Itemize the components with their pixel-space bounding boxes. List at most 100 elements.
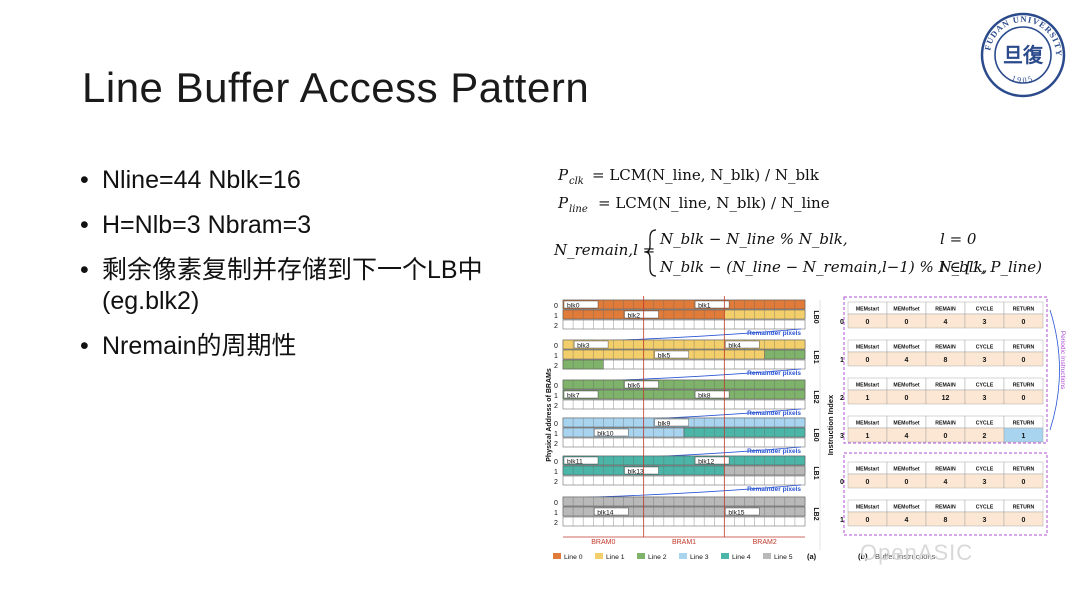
value-cell <box>1003 313 1044 329</box>
value-label: 8 <box>944 357 948 364</box>
block-label: blk2 <box>628 313 641 320</box>
fudan-university-logo: FUDAN UNIVERSITY 1905 旦復 <box>980 12 1066 98</box>
legend-label: Line 3 <box>690 554 709 561</box>
row-index: 2 <box>554 323 558 330</box>
header-label: CYCLE <box>976 307 994 313</box>
block-label: blk6 <box>628 383 641 390</box>
value-label: 4 <box>905 517 909 524</box>
block-tag <box>624 310 659 319</box>
periodic-box <box>843 296 1048 444</box>
legend-swatch <box>595 553 603 559</box>
bullet-item: 剩余像素复制并存储到下一个LB中(eg.blk2) <box>80 255 520 317</box>
block-label: blk15 <box>728 510 744 517</box>
row-index: 2 <box>554 520 558 527</box>
value-label: 3 <box>983 319 987 326</box>
value-label: 0 <box>1022 319 1026 326</box>
header-label: RETURN <box>1013 307 1035 313</box>
lb-label: LB1 <box>812 466 819 479</box>
block-tag <box>725 507 760 516</box>
value-label: 4 <box>944 479 948 486</box>
svg-text:1905: 1905 <box>1010 73 1035 84</box>
formula-case2: N_blk − (N_line − N_remain,l−1) % N_blk, <box>659 258 987 276</box>
header-label: MEMstart <box>856 345 880 351</box>
block-tag <box>624 466 659 475</box>
bram-label: BRAM1 <box>672 539 696 546</box>
bullet-list: Nline=44 Nblk=16 H=Nlb=3 Nbram=3 剩余像素复制并… <box>80 165 520 376</box>
lb-label: LB2 <box>812 507 819 520</box>
row-index: 1 <box>554 431 558 438</box>
value-label: 0 <box>905 319 909 326</box>
slide-title: Line Buffer Access Pattern <box>82 64 590 111</box>
bullet-item: Nline=44 Nblk=16 <box>80 165 520 196</box>
remainder-label: Remainder pixels <box>747 448 801 455</box>
block-label: blk14 <box>597 510 613 517</box>
value-label: 0 <box>866 517 870 524</box>
header-label: MEMstart <box>856 421 880 427</box>
header-label: MEMoffset <box>893 383 919 389</box>
header-label: MEMoffset <box>893 505 919 511</box>
remainder-label: Remainder pixels <box>747 410 801 417</box>
legend-swatch <box>679 553 687 559</box>
remainder-label: Remainder pixels <box>747 370 801 377</box>
value-label: 0 <box>1022 395 1026 402</box>
block-tag <box>563 456 599 465</box>
row-index: 2 <box>554 479 558 486</box>
value-cell <box>1003 351 1044 367</box>
remainder-label: Remainder pixels <box>747 486 801 493</box>
periodic-arrow <box>1049 309 1060 431</box>
block-tag <box>694 390 730 399</box>
block-label: blk7 <box>567 393 580 400</box>
legend-label: Line 0 <box>564 554 583 561</box>
row-index: 1 <box>554 393 558 400</box>
header-label: REMAIN <box>935 307 956 313</box>
instruction-index: 2 <box>840 395 844 402</box>
row-index: 2 <box>554 363 558 370</box>
row-index: 1 <box>554 469 558 476</box>
block-label: blk10 <box>597 431 613 438</box>
instruction-index: 1 <box>840 517 844 524</box>
legend-label: Line 5 <box>774 554 793 561</box>
watermark: OpenASIC <box>860 540 974 565</box>
bram-label: BRAM0 <box>591 539 615 546</box>
value-label: 0 <box>866 479 870 486</box>
figure-a-panel-tag: (a) <box>807 552 817 561</box>
header-label: REMAIN <box>935 383 956 389</box>
header-label: REMAIN <box>935 345 956 351</box>
header-label: REMAIN <box>935 505 956 511</box>
value-label: 0 <box>1022 479 1026 486</box>
figure-b-caption: Buffer Instructions <box>875 552 936 561</box>
block-label: blk5 <box>658 353 671 360</box>
value-cell <box>1003 473 1044 489</box>
value-label: 0 <box>905 479 909 486</box>
value-label: 0 <box>944 433 948 440</box>
block-tag <box>694 300 730 309</box>
value-label: 12 <box>942 395 950 402</box>
block-label: blk13 <box>628 469 644 476</box>
block-tag <box>694 456 730 465</box>
header-label: REMAIN <box>935 467 956 473</box>
value-label: 1 <box>866 433 870 440</box>
block-label: blk3 <box>577 343 590 350</box>
legend-label: Line 1 <box>606 554 625 561</box>
header-label: RETURN <box>1013 345 1035 351</box>
value-label: 1 <box>1022 433 1026 440</box>
periodic-box <box>843 452 1048 536</box>
block-label: blk12 <box>698 459 714 466</box>
block-tag <box>563 390 599 399</box>
value-label: 2 <box>983 433 987 440</box>
block-tag <box>594 428 629 437</box>
block-label: blk1 <box>698 303 711 310</box>
header-label: MEMoffset <box>893 421 919 427</box>
header-label: MEMoffset <box>893 467 919 473</box>
lb-label: LB0 <box>812 310 819 323</box>
instruction-index: 0 <box>840 319 844 326</box>
value-cell <box>1003 427 1044 443</box>
formula-pclk-lhs: P <box>557 166 569 184</box>
